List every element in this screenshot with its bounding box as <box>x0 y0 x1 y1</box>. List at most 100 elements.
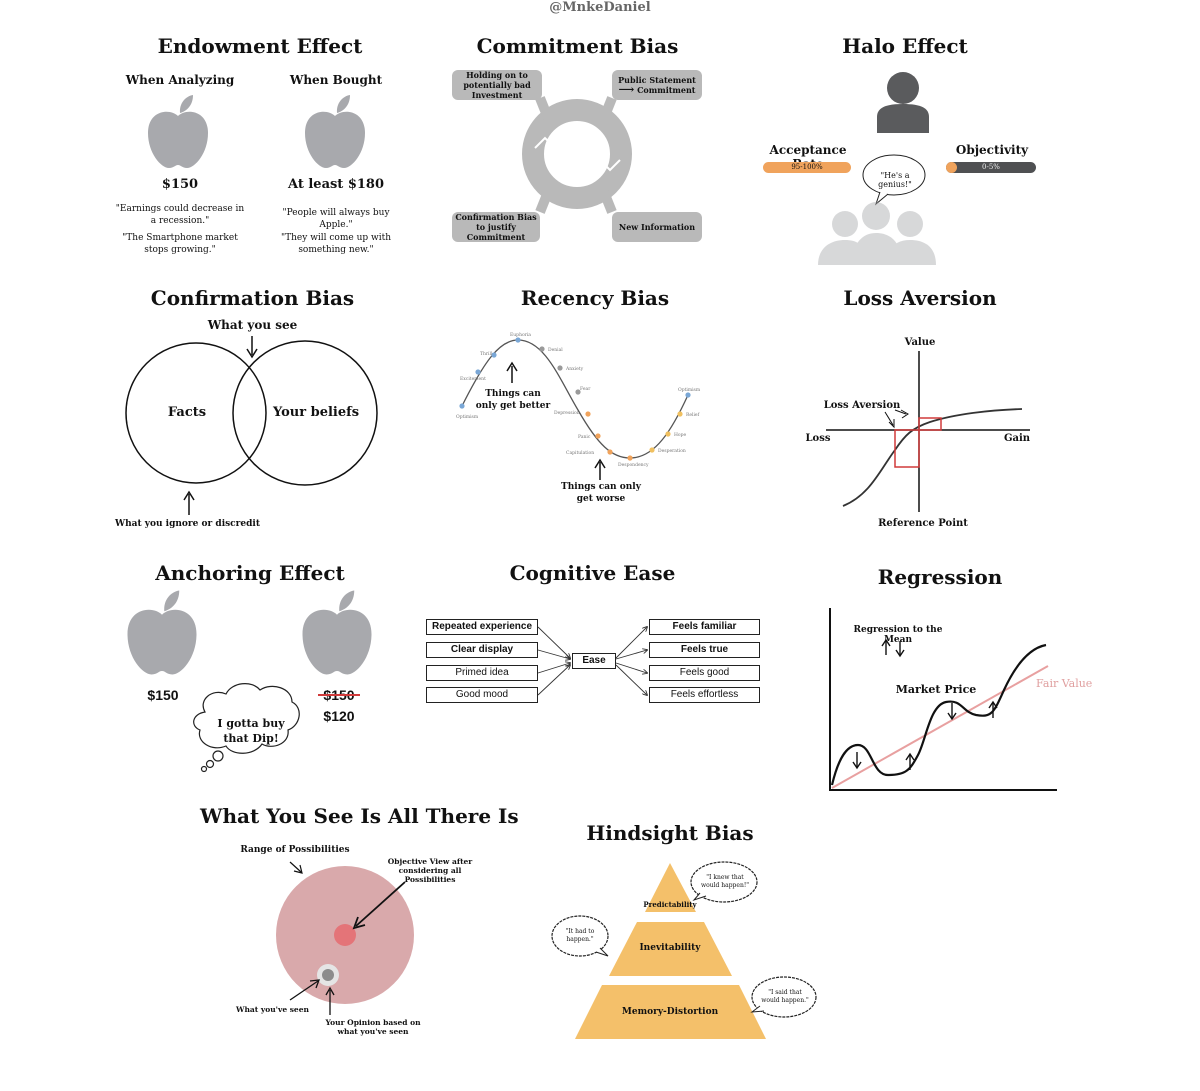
cycle-stage-label: Fear <box>580 386 591 392</box>
commitment-box-confirmation: Confirmation Bias to justify Commitment <box>452 212 540 242</box>
analyzing-quote-1: "Earnings could decrease in a recession.… <box>115 204 245 226</box>
cycle-stage-dot <box>627 455 633 461</box>
commitment-box-public-statement: Public Statement ⟶ Commitment <box>612 70 702 100</box>
regression-title: Regression <box>877 565 1003 589</box>
pyramid-memory-distortion: Memory-Distortion <box>621 1007 719 1017</box>
bought-price: At least $180 <box>287 177 385 192</box>
pyramid-predictability: Predictability <box>643 900 697 909</box>
output-feels-good: Feels good <box>649 665 760 681</box>
endowment-title: Endowment Effect <box>157 34 363 58</box>
regression-mean-label: Regression to the Mean <box>853 625 943 645</box>
cycle-stage-dot <box>595 433 601 439</box>
cycle-stage-label: Anxiety <box>565 366 584 372</box>
seen-label: What you've seen <box>236 1005 309 1014</box>
commitment-box-bad-investment: Holding on to potentially bad Investment <box>452 70 542 100</box>
cycle-stage-dot <box>607 449 613 455</box>
wysiati-title: What You See Is All There Is <box>200 804 519 828</box>
cycle-stage-label: Desperation <box>658 448 686 454</box>
hindsight-bubble-1: "I knew that would happen!" <box>701 874 749 889</box>
reference-point-label: Reference Point <box>878 518 968 529</box>
acceptance-rate-bar: 95-100% <box>763 162 851 173</box>
better-label: Things can only get better <box>475 389 551 411</box>
what-you-see-label: What you see <box>207 318 298 332</box>
center-ease: Ease <box>572 653 616 669</box>
venn-beliefs-label: Your beliefs <box>272 405 360 420</box>
anchoring-title: Anchoring Effect <box>155 561 345 585</box>
objectivity-fill <box>946 162 957 173</box>
thought-text: I gotta buy that Dip! <box>217 717 285 745</box>
cycle-stage-dot <box>677 411 683 417</box>
cycle-stage-label: Thrill <box>480 351 493 357</box>
anchoring-price: $150 <box>147 687 179 703</box>
recency-title: Recency Bias <box>520 286 670 310</box>
confirmation-title: Confirmation Bias <box>150 286 355 310</box>
value-axis-label: Value <box>904 337 936 348</box>
arrow-right-icon: ⟶ <box>618 83 635 96</box>
cycle-stage-dot <box>557 365 563 371</box>
loss-title: Loss Aversion <box>843 286 997 310</box>
commitment-box-new-information: New Information <box>612 212 702 242</box>
cycle-stage-dot <box>459 403 465 409</box>
loss-axis-label: Loss <box>805 433 831 444</box>
output-feels-true: Feels true <box>649 642 760 658</box>
cycle-stage-label: Denial <box>548 347 563 353</box>
cycle-stage-label: Panic <box>578 434 591 440</box>
output-feels-familiar: Feels familiar <box>649 619 760 635</box>
new-price: $120 <box>323 708 355 724</box>
range-label: Range of Possibilities <box>240 845 350 855</box>
input-repeated-experience: Repeated experience <box>426 619 538 635</box>
old-price: $150 <box>323 687 355 703</box>
bought-quote-1: "People will always buy Apple." <box>282 208 390 230</box>
cycle-stage-label: Optimism <box>678 387 701 393</box>
cycle-stage-dot <box>575 389 581 395</box>
input-clear-display: Clear display <box>426 642 538 658</box>
commitment-label: ⟶ Commitment <box>618 83 696 96</box>
worse-label: Things can only get worse <box>561 482 641 504</box>
halo-title: Halo Effect <box>842 34 968 58</box>
output-feels-effortless: Feels effortless <box>649 687 760 703</box>
halo-bubble-text: "He's a genius!" <box>878 171 912 189</box>
cycle-stage-dot <box>585 411 591 417</box>
cycle-stage-dot <box>475 369 481 375</box>
cognitive-title: Cognitive Ease <box>509 561 676 585</box>
loss-aversion-annotation: Loss Aversion <box>823 400 901 411</box>
public-statement-label: Public Statement <box>618 75 696 85</box>
input-good-mood: Good mood <box>426 687 538 703</box>
ignore-label: What you ignore or discredit <box>114 519 260 529</box>
cycle-stage-label: Hope <box>674 432 687 438</box>
hindsight-bubble-2: "It had to happen." <box>565 928 595 943</box>
cycle-stage-label: Excitement <box>460 376 486 382</box>
market-price-label: Market Price <box>895 683 977 696</box>
fair-value-label: Fair Value <box>1036 677 1093 690</box>
cycle-stage-dot <box>491 352 497 358</box>
opinion-label: Your Opinion based on what you've seen <box>325 1018 421 1036</box>
cycle-stage-label: Despondency <box>618 462 649 468</box>
objectivity-value: 0-5% <box>982 163 1000 171</box>
cycle-stage-dot <box>665 431 671 437</box>
objectivity-label: Objectivity <box>955 143 1029 157</box>
cycle-stage-dot <box>539 346 545 352</box>
pyramid-inevitability: Inevitability <box>639 943 701 953</box>
author-handle: @MnkeDaniel <box>549 0 651 15</box>
cycle-stage-label: Optimism <box>456 414 479 420</box>
hindsight-bubble-3: "I said that would happen." <box>761 989 809 1004</box>
objective-view-label: Objective View after considering all Pos… <box>387 857 473 884</box>
cycle-stage-label: Relief <box>686 412 700 418</box>
cycle-stage-dot <box>649 447 655 453</box>
cycle-stage-label: Euphoria <box>510 332 531 338</box>
acceptance-rate-value: 95-100% <box>791 163 823 171</box>
hindsight-title: Hindsight Bias <box>586 821 754 845</box>
input-primed-idea: Primed idea <box>426 665 538 681</box>
venn-facts-label: Facts <box>167 405 207 420</box>
when-bought-label: When Bought <box>289 73 383 87</box>
gain-axis-label: Gain <box>1003 433 1031 444</box>
when-analyzing-label: When Analyzing <box>125 73 235 87</box>
cycle-stage-label: Capitulation <box>566 450 594 456</box>
analyzing-price: $150 <box>161 177 199 192</box>
analyzing-quote-2: "The Smartphone market stops growing." <box>122 233 238 255</box>
cycle-stage-dot <box>515 337 521 343</box>
commitment-title: Commitment Bias <box>476 34 679 58</box>
bought-quote-2: "They will come up with something new." <box>280 233 391 255</box>
cycle-stage-dot <box>685 392 691 398</box>
objectivity-bar: 0-5% <box>946 162 1036 173</box>
